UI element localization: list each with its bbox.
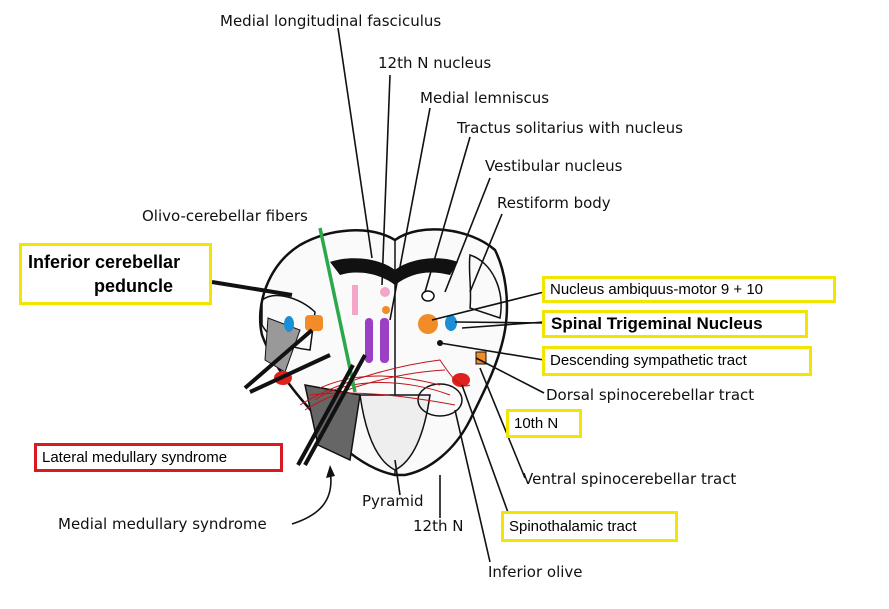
label-12th-n-nucleus: 12th N nucleus <box>378 54 492 72</box>
medial-medullary-pointer-a <box>296 364 355 466</box>
box-descending-sympathetic: Descending sympathetic tract <box>542 346 812 376</box>
left-nucleus-ambiguus <box>305 315 323 331</box>
label-medial-lemniscus: Medial lemniscus <box>420 89 550 107</box>
box-lateral-medullary-syndrome: Lateral medullary syndrome <box>34 443 283 472</box>
label-dorsal-spinocerebellar: Dorsal spinocerebellar tract <box>546 386 755 404</box>
label-vestibular-nucleus: Vestibular nucleus <box>485 157 623 175</box>
label-medial-longitudinal-fasciculus: Medial longitudinal fasciculus <box>220 12 442 30</box>
label-inferior-olive: Inferior olive <box>488 563 583 581</box>
medial-medullary-pointer-b <box>303 354 367 466</box>
box-inferior-cerebellar-peduncle-line2: peduncle <box>94 276 174 296</box>
label-leader-lines <box>337 27 545 563</box>
lateral-medullary-pointer-a <box>243 328 314 390</box>
right-nucleus-ambiguus <box>418 314 438 334</box>
box-spinal-trigeminal-nucleus: Spinal Trigeminal Nucleus <box>542 310 808 338</box>
label-12th-n: 12th N <box>413 517 464 535</box>
label-restiform-body: Restiform body <box>497 194 611 212</box>
right-spinothalamic <box>452 373 470 387</box>
right-spinal-trigeminal <box>445 315 457 331</box>
medial-medullary-arrowhead <box>326 465 335 478</box>
mlf-pink-dot <box>380 287 390 297</box>
tractus-solitarius-circle <box>421 290 435 302</box>
label-tractus-solitarius: Tractus solitarius with nucleus <box>457 119 683 137</box>
box-inferior-cerebellar-peduncle-line1: Inferior cerebellar <box>28 252 181 272</box>
label-ventral-spinocerebellar: Ventral spinocerebellar tract <box>523 470 737 488</box>
mlf-left <box>352 285 358 315</box>
label-olivo-cerebellar-fibers: Olivo-cerebellar fibers <box>142 207 308 225</box>
left-spinal-trigeminal <box>284 316 294 332</box>
right-inferior-olive <box>417 383 463 417</box>
inferior-cerebellar-peduncle-arrow <box>211 280 293 297</box>
medial-lemniscus-left <box>365 318 373 363</box>
label-pyramid: Pyramid <box>362 492 424 510</box>
label-medial-medullary-syndrome: Medial medullary syndrome <box>58 515 267 533</box>
box-spinothalamic-tract: Spinothalamic tract <box>501 511 678 542</box>
olivo-cerebellar-fibers-line <box>318 227 357 393</box>
box-10th-n: 10th N <box>506 409 582 438</box>
crossing-red-fibers <box>299 359 471 411</box>
medial-lemniscus-right <box>380 318 389 363</box>
box-nucleus-ambiguus: Nucleus ambiquus-motor 9 + 10 <box>542 276 836 303</box>
lateral-medullary-pointer-b <box>249 353 331 394</box>
nucleus-12th-dot <box>382 306 390 314</box>
right-restiform-body <box>468 254 502 319</box>
medial-medullary-curve <box>291 469 332 525</box>
fourth-ventricle <box>330 258 458 285</box>
box-inferior-cerebellar-peduncle: Inferior cerebellar peduncle <box>19 243 212 305</box>
